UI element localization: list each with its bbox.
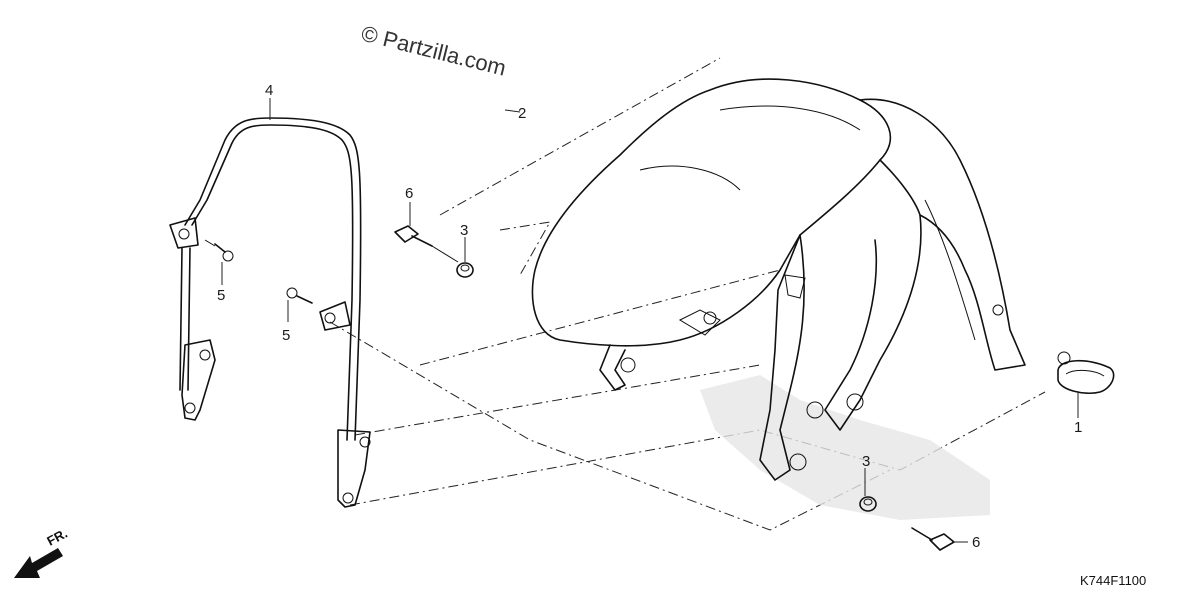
part-label-5-lower: 5 (282, 327, 290, 344)
screw-5-upper (204, 239, 234, 262)
front-label: FR. (44, 526, 70, 549)
fender-stay (169, 117, 371, 508)
watermark-text: © Partzilla.com (359, 21, 509, 81)
part-label-3-lower: 3 (862, 453, 870, 470)
part-label-2: 2 (518, 105, 526, 122)
part-label-1: 1 (1074, 419, 1082, 436)
part-label-4: 4 (265, 82, 273, 99)
part-label-3-upper: 3 (460, 222, 468, 239)
leader-lines (221, 98, 1079, 543)
bolt-6-lower (911, 527, 955, 551)
part-label-5-upper: 5 (217, 287, 225, 304)
shadow-areas (700, 375, 990, 520)
front-fender (531, 78, 1026, 481)
grommet-3-lower (859, 496, 877, 512)
front-direction-indicator: FR. (14, 526, 70, 578)
part-labels: 4 2 6 3 5 5 1 3 6 (217, 82, 1082, 551)
diagram-code: K744F1100 (1080, 573, 1146, 588)
bolt-6-upper (394, 225, 459, 263)
part-label-6-lower: 6 (972, 534, 980, 551)
screw-5-lower (286, 287, 313, 304)
front-arrow-icon (14, 548, 63, 578)
grommet-3-upper (456, 262, 474, 278)
cable-clip (1057, 351, 1115, 395)
part-label-6-upper: 6 (405, 185, 413, 202)
